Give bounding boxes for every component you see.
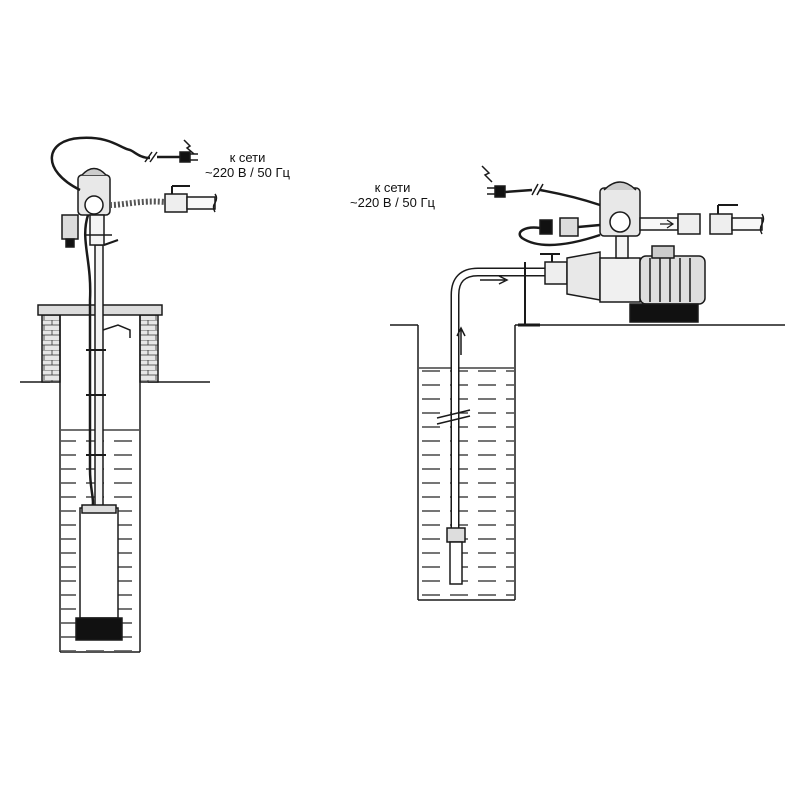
right-surface-installation (390, 165, 785, 601)
well-brick-left (41, 314, 61, 383)
riser-pipe (94, 244, 104, 511)
ball-valve-right (709, 213, 733, 235)
mains-label-right-line2: ~220 В / 50 Гц (350, 195, 435, 210)
mains-label-right: к сети ~220 В / 50 Гц (350, 180, 435, 210)
plug-icon-left (179, 151, 191, 163)
check-valve-right (677, 213, 701, 235)
suction-pipe-inner (452, 269, 545, 535)
lightning-icon-left (183, 139, 195, 155)
outlet-pipe-left (186, 196, 216, 210)
mains-label-left-line2: ~220 В / 50 Гц (205, 165, 290, 180)
outlet-pipe-right (731, 217, 763, 231)
flexible-hose-left (109, 198, 166, 208)
pump-volute (566, 251, 601, 301)
mains-label-left: к сети ~220 В / 50 Гц (205, 150, 290, 180)
power-cable-down (84, 214, 95, 511)
pressure-gauge-icon-right (609, 211, 631, 233)
foot-valve (446, 527, 466, 543)
flow-arrow-up (456, 326, 466, 355)
plug-icon-right (494, 185, 506, 198)
mains-cable-right (539, 188, 601, 207)
submersible-pump-body (79, 507, 119, 619)
strainer (449, 541, 463, 585)
mains-label-right-line1: к сети (374, 180, 411, 195)
lightning-icon-right (481, 165, 493, 183)
flow-arrow-right (480, 275, 509, 285)
safety-rope (102, 324, 131, 338)
mains-label-left-line1: к сети (229, 150, 266, 165)
pump-motor-base (75, 617, 123, 641)
left-well-installation (20, 136, 218, 653)
control-box-right (559, 217, 579, 237)
pump-housing (599, 257, 641, 303)
mains-cable-left (50, 136, 151, 192)
pump-base (629, 303, 699, 323)
well-brick-right (139, 314, 159, 383)
pump-head (81, 504, 117, 514)
pipe-break-mark (436, 409, 471, 425)
terminal-box (651, 245, 675, 259)
ball-valve-left (164, 193, 188, 213)
motor-cable-right (518, 226, 601, 247)
reservoir-water (419, 368, 514, 599)
control-box-left (61, 214, 79, 240)
inlet-fitting (544, 261, 568, 285)
pressure-gauge-icon (84, 195, 104, 215)
